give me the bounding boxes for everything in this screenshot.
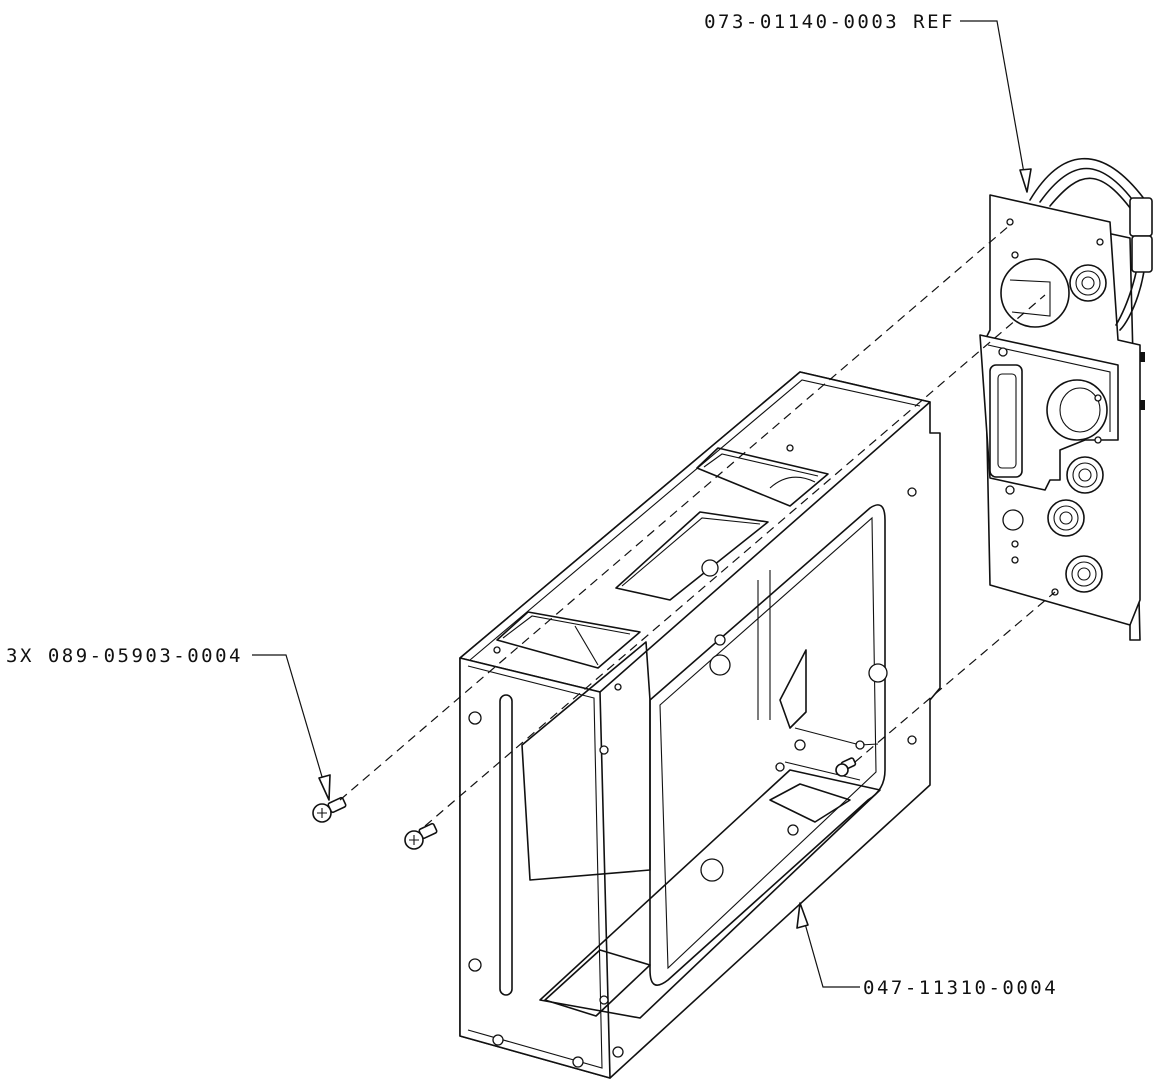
coax-connector-4 xyxy=(1066,556,1102,592)
front-hole-upper xyxy=(469,712,481,724)
callout-connector-plate: 073-01140-0003 REF xyxy=(704,11,955,33)
top-hole xyxy=(787,445,793,451)
screw-1 xyxy=(313,797,346,822)
coax-connector-3 xyxy=(1048,500,1084,536)
front-hole-lower xyxy=(469,959,481,971)
leader-screws xyxy=(252,655,330,800)
screw-2 xyxy=(405,823,437,849)
leader-frame xyxy=(797,903,860,987)
cable-plug xyxy=(1130,198,1152,236)
leader-connector-plate xyxy=(960,21,1031,192)
coax-connector-1 xyxy=(1070,265,1106,301)
frame-front-panel xyxy=(460,658,610,1078)
db-connector xyxy=(990,365,1022,477)
connector-plate-assembly xyxy=(980,159,1152,640)
callout-frame: 047-11310-0004 xyxy=(863,977,1058,999)
frame-assembly xyxy=(460,372,940,1078)
coax-connector-2 xyxy=(1067,457,1103,493)
floor-hole xyxy=(701,859,723,881)
callout-screws: 3X 089-05903-0004 xyxy=(6,645,243,667)
